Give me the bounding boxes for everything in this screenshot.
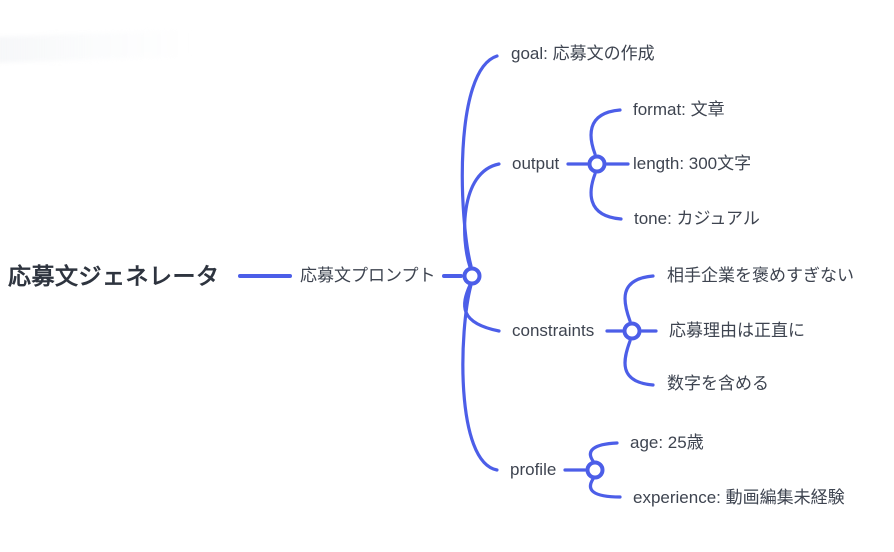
node-profile[interactable]: profile — [510, 460, 557, 479]
node-constraint-2[interactable]: 応募理由は正直に — [669, 321, 805, 340]
node-constraint-1[interactable]: 相手企業を褒めすぎない — [667, 266, 854, 285]
node-format[interactable]: format: 文章 — [633, 100, 725, 119]
node-constraints[interactable]: constraints — [512, 321, 595, 340]
connector-circle-constraints[interactable] — [622, 321, 642, 341]
node-tone[interactable]: tone: カジュアル — [634, 209, 760, 228]
node-root[interactable]: 応募文ジェネレータ — [8, 263, 220, 289]
node-length[interactable]: length: 300文字 — [633, 154, 752, 173]
node-output[interactable]: output — [512, 154, 560, 173]
edge-format — [589, 108, 622, 156]
edge-age — [588, 441, 619, 463]
edge-constraint-1 — [623, 274, 655, 323]
edge-experience — [588, 477, 622, 499]
connector-circle-output[interactable] — [587, 154, 607, 174]
node-constraint-3[interactable]: 数字を含める — [667, 374, 769, 393]
edge-output — [463, 162, 501, 269]
node-prompt[interactable]: 応募文プロンプト — [300, 266, 436, 285]
node-goal[interactable]: goal: 応募文の作成 — [511, 44, 655, 63]
edge-tone — [589, 172, 623, 221]
edge-goal — [460, 54, 499, 268]
node-age[interactable]: age: 25歳 — [630, 433, 704, 452]
edge-constraint-3 — [623, 339, 655, 387]
edge-profile — [461, 283, 499, 472]
connector-circle-prompt[interactable] — [462, 266, 482, 286]
node-experience[interactable]: experience: 動画編集未経験 — [633, 488, 845, 507]
connector-circle-profile[interactable] — [585, 460, 605, 480]
